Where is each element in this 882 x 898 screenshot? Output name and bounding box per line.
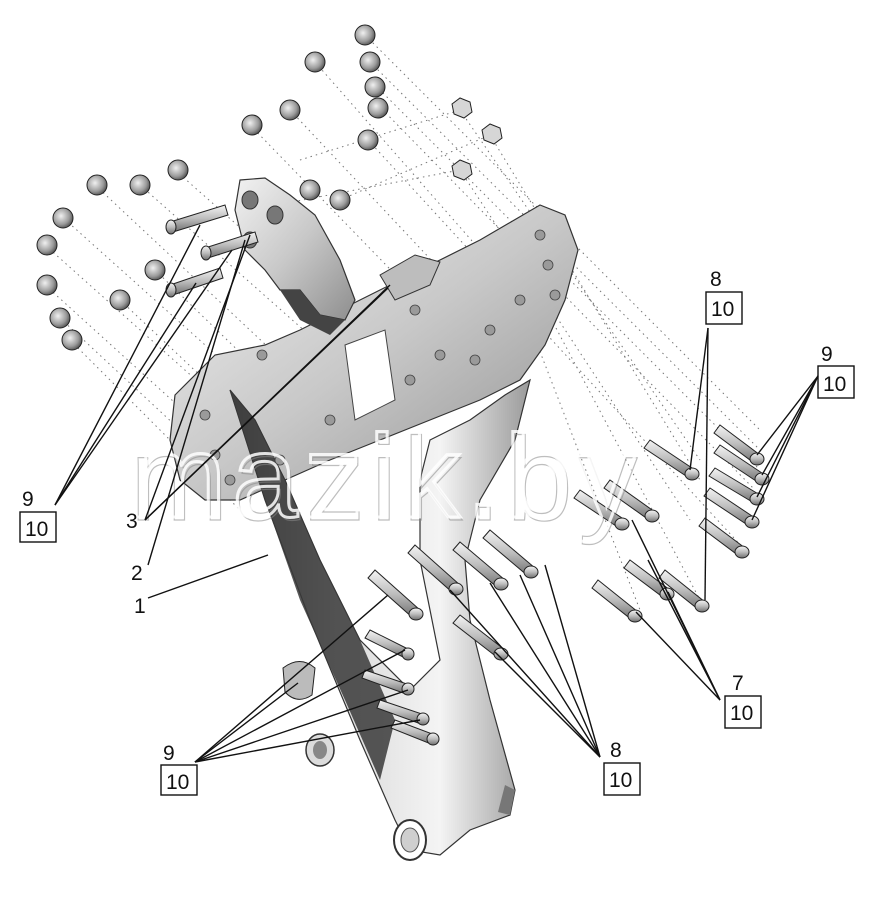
svg-text:8: 8 <box>710 268 722 291</box>
lug-part-2 <box>234 177 356 335</box>
nuts-part-9 <box>36 24 503 700</box>
svg-text:7: 7 <box>732 672 744 695</box>
svg-text:1: 1 <box>134 595 146 618</box>
bolt-icon <box>165 204 770 746</box>
bracket-bolt-holes <box>199 229 561 486</box>
bolts-parts-7-8 <box>165 204 770 746</box>
svg-text:3: 3 <box>126 510 138 533</box>
svg-text:9: 9 <box>163 742 175 765</box>
svg-text:8: 8 <box>610 739 622 762</box>
svg-text:10: 10 <box>730 702 753 725</box>
callout-8-top: 8 10 <box>705 268 743 325</box>
watermark: mazik.by mazik.by <box>127 410 644 547</box>
nut-icon-lower <box>282 661 316 700</box>
svg-text:9: 9 <box>22 488 34 511</box>
svg-text:10: 10 <box>823 373 846 396</box>
svg-text:10: 10 <box>166 771 189 794</box>
callout-9-left: 9 10 <box>19 488 57 543</box>
svg-text:10: 10 <box>609 769 632 792</box>
callout-9-right: 9 10 <box>817 343 855 399</box>
callout-1: 1 <box>134 595 146 618</box>
shim-part-3 <box>379 254 441 301</box>
callout-9-bottom: 9 10 <box>160 742 198 796</box>
leader-lines <box>54 224 819 763</box>
svg-text:9: 9 <box>821 343 833 366</box>
hex-nut-icon <box>451 97 503 181</box>
bracket-part-1 <box>169 204 579 861</box>
callout-3: 3 <box>126 510 138 533</box>
svg-text:mazik.by: mazik.by <box>128 411 642 543</box>
svg-text:10: 10 <box>711 298 734 321</box>
callout-8-bottom: 8 10 <box>603 739 641 796</box>
callout-2: 2 <box>131 562 143 585</box>
callout-7: 7 10 <box>724 672 762 729</box>
nut-icon <box>36 24 389 351</box>
svg-text:2: 2 <box>131 562 143 585</box>
svg-text:10: 10 <box>25 518 48 541</box>
svg-text:mazik.by: mazik.by <box>130 414 644 546</box>
